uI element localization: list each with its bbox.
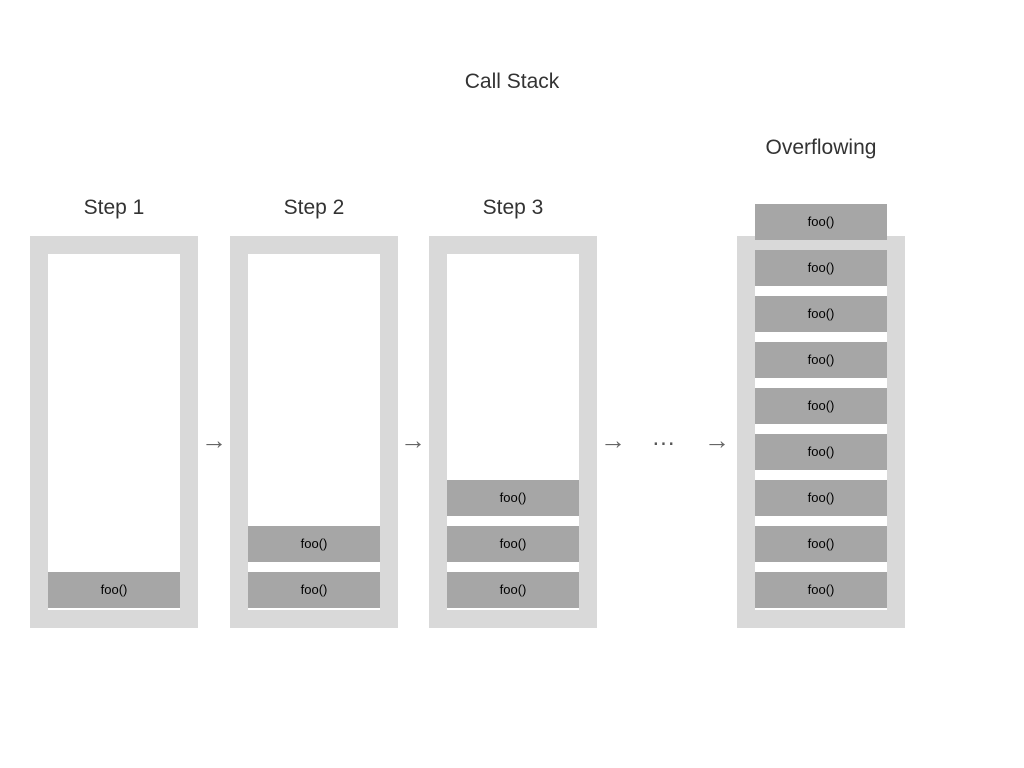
stack-column-overflowing: foo() foo() foo() foo() foo() foo() foo(… (737, 204, 905, 628)
stack-frames-step-2: foo() foo() (248, 516, 380, 608)
step-3-label: Step 3 (482, 196, 544, 219)
stack-frame: foo() (447, 526, 579, 562)
stack-column-step-3: foo() foo() foo() (429, 236, 597, 628)
stack-frames-step-3: foo() foo() foo() (447, 470, 579, 608)
stack-column-step-2: foo() foo() (230, 236, 398, 628)
step-2-label: Step 2 (283, 196, 345, 219)
arrow-step3-to-ellipsis: → (600, 425, 626, 455)
step-1-label: Step 1 (83, 196, 145, 219)
stack-container-step-1 (30, 236, 198, 628)
overflowing-label: Overflowing (765, 136, 877, 159)
stack-inner-step-1 (48, 254, 180, 610)
stack-frame: foo() (755, 480, 887, 516)
stack-frame: foo() (48, 572, 180, 608)
stack-frames-overflowing: foo() foo() foo() foo() foo() foo() foo(… (755, 194, 887, 608)
stack-frame: foo() (755, 434, 887, 470)
stack-frame: foo() (755, 388, 887, 424)
arrow-step2-to-step3: → (400, 425, 426, 455)
stack-frame: foo() (447, 572, 579, 608)
stack-frame: foo() (248, 526, 380, 562)
stack-frame-overflow: foo() (755, 250, 887, 286)
stack-column-step-1: foo() (30, 236, 198, 628)
stack-frame-overflow: foo() (755, 204, 887, 240)
stack-frame: foo() (755, 296, 887, 332)
stack-frame: foo() (447, 480, 579, 516)
arrow-ellipsis-to-overflowing: → (704, 425, 730, 455)
stack-frame: foo() (755, 342, 887, 378)
stack-frame: foo() (248, 572, 380, 608)
ellipsis-label: ... (652, 424, 676, 451)
stack-frames-step-1: foo() (48, 562, 180, 608)
diagram-title: Call Stack (464, 70, 560, 93)
stack-frame: foo() (755, 526, 887, 562)
arrow-step1-to-step2: → (201, 425, 227, 455)
stack-frame: foo() (755, 572, 887, 608)
